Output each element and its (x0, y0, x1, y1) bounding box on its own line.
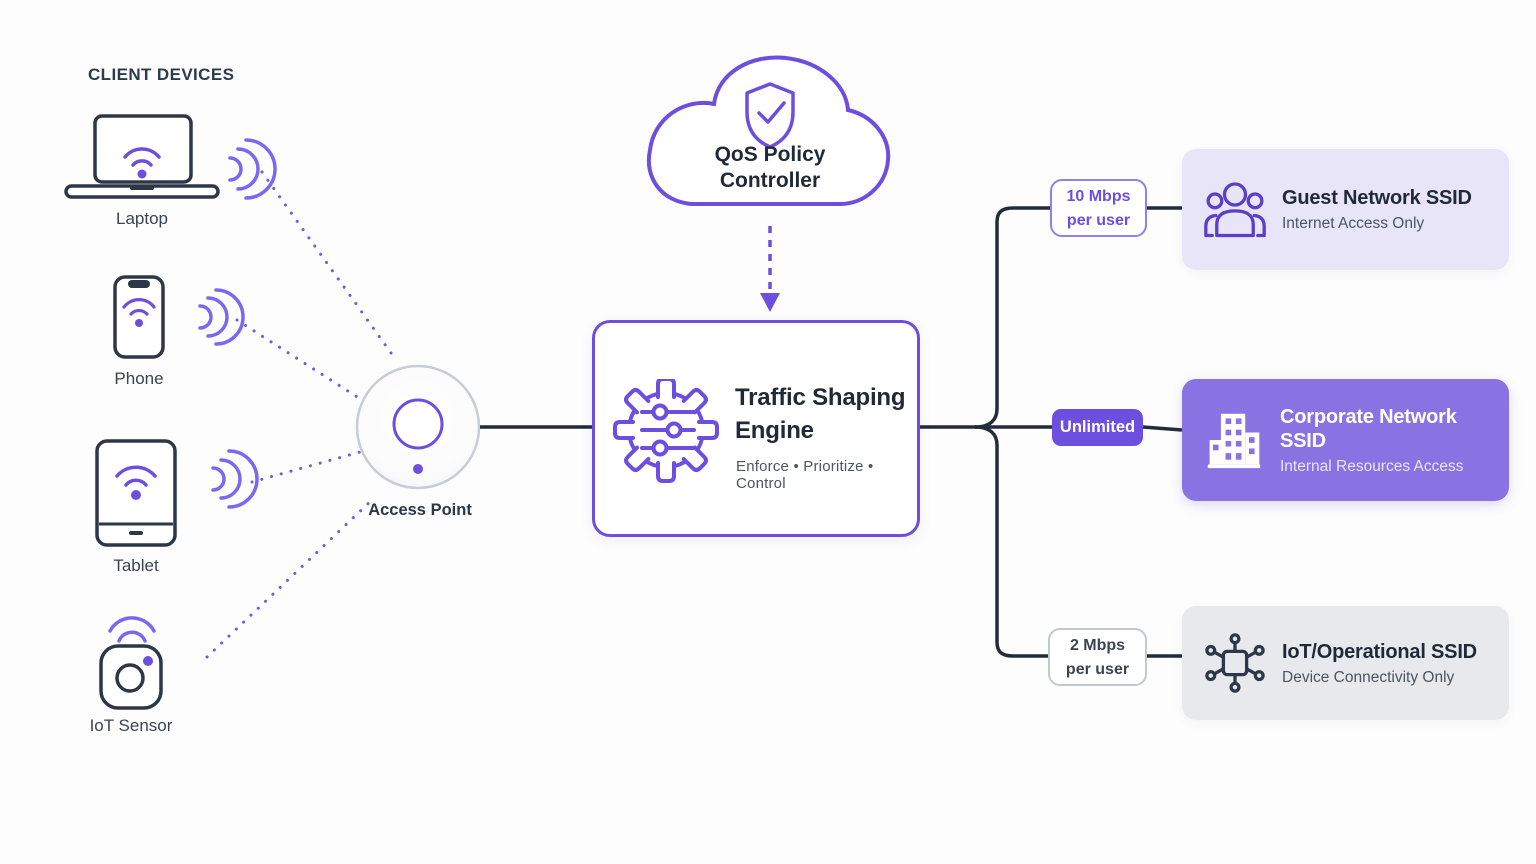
iot-network-title: IoT/Operational SSID (1282, 640, 1477, 663)
guest-network-subtitle: Internet Access Only (1282, 215, 1425, 232)
iot-hub-icon (1205, 633, 1265, 693)
access-point-icon (355, 364, 481, 490)
dotted-links (205, 170, 398, 659)
iot-link-dotted-line (205, 496, 376, 659)
qos-engine-dashed-arrow (760, 226, 780, 312)
rate-badge-guest: 10 Mbps per user (1050, 179, 1147, 237)
client-devices-title: CLIENT DEVICES (88, 65, 235, 84)
iot-sensor-icon (99, 644, 163, 710)
corporate-network-title: Corporate Network SSID (1280, 405, 1457, 452)
laptop-label: Laptop (116, 209, 168, 228)
rate-badge-iot-line1: 2 Mbps (1069, 637, 1126, 654)
cloud-shield-check-icon (646, 55, 891, 206)
branch-top-line (974, 206, 1050, 429)
guest-network-title: Guest Network SSID (1282, 187, 1472, 209)
rate-badge-guest-line2: per user (1066, 212, 1131, 229)
tablet-signal-icon (211, 449, 259, 509)
shield-check-icon (745, 82, 795, 149)
engine-title-line1: Traffic Shaping (735, 384, 906, 411)
tablet-label: Tablet (113, 556, 159, 575)
branch-connector-lines (920, 206, 1183, 658)
phone-signal-icon (198, 288, 245, 346)
building-icon (1207, 413, 1261, 469)
rate-badge-iot: 2 Mbps per user (1048, 628, 1147, 686)
laptop-link-dotted-line (260, 170, 398, 362)
tablet-link-dotted-line (250, 450, 362, 484)
rate-badge-corporate: Unlimited (1052, 409, 1143, 446)
tablet-icon (95, 439, 177, 547)
traffic-shaping-engine-box: Traffic Shaping Engine Enforce • Priorit… (592, 320, 920, 537)
iot-network-subtitle: Device Connectivity Only (1282, 668, 1455, 686)
branch-bottom-line (974, 425, 1048, 658)
iot-waves-icon (108, 616, 156, 643)
corporate-network-card: Corporate Network SSID Internal Resource… (1182, 379, 1509, 501)
signal-waves-icons (108, 138, 277, 643)
phone-link-dotted-line (235, 318, 364, 402)
people-group-icon (1204, 181, 1266, 237)
rate-badge-iot-line2: per user (1065, 661, 1130, 678)
qos-controller-label: QoS Policy Controller (690, 142, 850, 194)
badge-card-stub-middle (1142, 425, 1183, 432)
rate-badge-guest-line1: 10 Mbps (1066, 188, 1131, 205)
qos-label-line1: QoS Policy (714, 143, 826, 166)
phone-label: Phone (114, 369, 164, 388)
guest-network-card: Guest Network SSID Internet Access Only (1182, 149, 1509, 270)
corporate-network-subtitle: Internal Resources Access (1280, 457, 1464, 475)
qos-label-line2: Controller (719, 169, 821, 192)
access-point-label: Access Point (368, 501, 472, 519)
phone-icon (113, 275, 165, 359)
engine-title: Traffic Shaping Engine (735, 381, 906, 447)
iot-network-card: IoT/Operational SSID Device Connectivity… (1182, 606, 1509, 720)
laptop-icon (64, 114, 220, 199)
laptop-signal-icon (228, 138, 277, 200)
gear-sliders-icon (613, 379, 719, 483)
iot-sensor-label: IoT Sensor (89, 716, 173, 735)
engine-tagline: Enforce • Prioritize • Control (736, 458, 874, 492)
engine-title-line2: Engine (735, 417, 814, 444)
